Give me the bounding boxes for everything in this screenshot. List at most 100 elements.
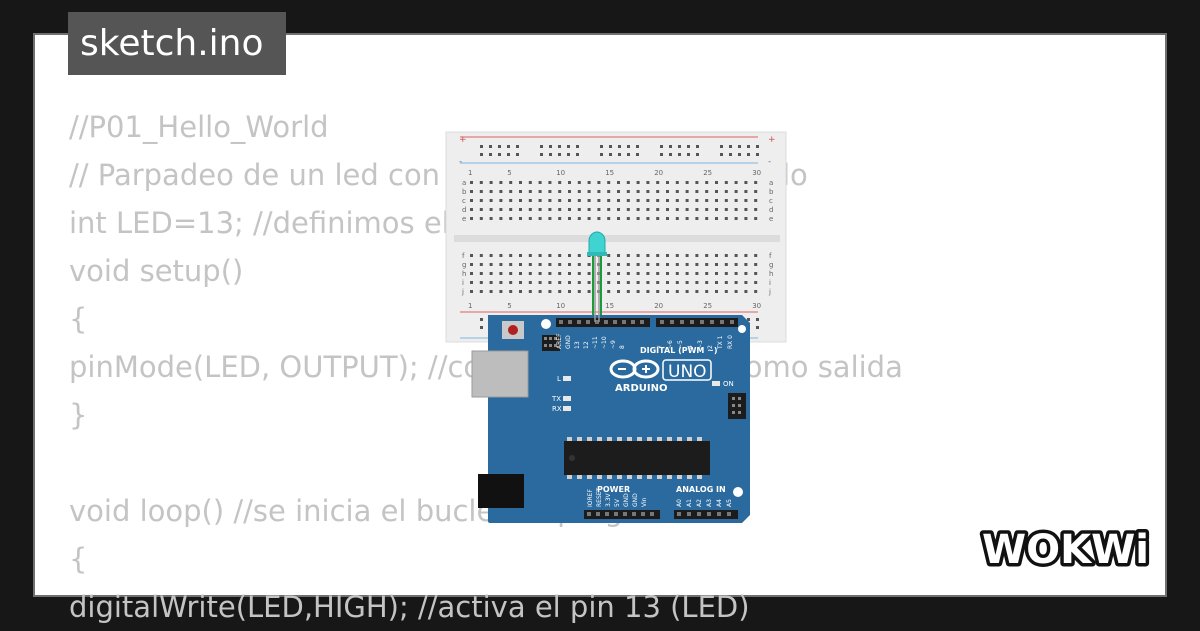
code-view: //P01_Hello_World// Parpadeo de un led c…	[69, 103, 903, 631]
code-line: }	[69, 398, 88, 432]
code-line: //P01_Hello_World	[69, 110, 329, 144]
breadboard-row-letter: j	[768, 288, 771, 296]
wokwi-logo: WOKWi WOKWi	[979, 524, 1153, 577]
breadboard-column-number: 20	[654, 302, 663, 310]
breadboard-column-number: 20	[654, 169, 663, 177]
file-tab[interactable]: sketch.ino	[68, 12, 286, 75]
led-on-indicator	[712, 381, 720, 386]
pin-label: 3.3V	[605, 492, 612, 507]
pin-label: A4	[716, 499, 723, 507]
power-label: POWER	[597, 485, 630, 494]
minus-label: -	[768, 157, 771, 167]
led-on-label: ON	[723, 380, 734, 388]
pin-label: A3	[706, 499, 713, 507]
pin-label: 5V	[614, 498, 621, 507]
code-line: {	[69, 302, 88, 336]
pin-label: A2	[696, 499, 703, 507]
breadboard-row-letter: g	[462, 261, 466, 269]
breadboard-column-number: 1	[468, 169, 472, 177]
code-line: {	[69, 542, 88, 576]
breadboard-row-letter: h	[769, 270, 773, 278]
uno-badge	[662, 359, 712, 381]
pin-label: 13	[574, 341, 581, 349]
breadboard-column-number: 25	[703, 302, 712, 310]
pin-label: ~6	[667, 340, 674, 349]
reset-button[interactable]	[508, 325, 518, 335]
led-component[interactable]	[587, 231, 607, 322]
wokwi-text-outline: WOKWi	[982, 527, 1149, 573]
breadboard-column-number: 25	[703, 169, 712, 177]
breadboard-column-number: 15	[605, 302, 614, 310]
breadboard-column-number: 5	[507, 169, 511, 177]
power-jack	[478, 474, 524, 508]
pin-label: RESET	[596, 487, 603, 507]
pin-label: A5	[726, 499, 733, 507]
pin-label: ~9	[610, 340, 617, 349]
breadboard-row-letter: g	[769, 261, 773, 269]
led-rx-indicator	[563, 406, 571, 411]
breadboard-column-number: 5	[507, 302, 511, 310]
pin-label: GND	[623, 493, 630, 507]
plus-label: +	[768, 135, 776, 145]
pin-label: A1	[686, 499, 693, 507]
led-l-label: L	[557, 375, 561, 383]
led-tx-indicator	[563, 396, 571, 401]
breadboard-row-letter: h	[462, 270, 466, 278]
breadboard-row-letter: i	[769, 279, 771, 287]
arduino-label: ARDUINO	[615, 383, 667, 394]
breadboard-row-letter: j	[461, 288, 464, 296]
usb-connector	[471, 350, 529, 398]
breadboard-row-letter: e	[769, 215, 773, 223]
arduino-infinity-logo	[609, 359, 660, 379]
pin-label: ~3	[697, 340, 704, 349]
atmega-chip	[564, 441, 710, 475]
breadboard-column-number: 1	[468, 302, 472, 310]
pin-label: 2	[707, 345, 714, 349]
breadboard-row-letter: d	[769, 206, 773, 214]
wokwi-text: WOKWi	[982, 527, 1149, 573]
pin-label: IOREF	[587, 489, 594, 507]
led-rx-label: RX	[552, 405, 562, 413]
pin-label: Vin	[641, 497, 648, 507]
breadboard-row-letter: e	[462, 215, 466, 223]
digital-label: DIGITAL (PWM ~)	[640, 346, 718, 355]
code-line: digitalWrite(LED,HIGH); //activa el pin …	[69, 590, 750, 624]
analog-in-label: ANALOG IN	[676, 485, 726, 494]
breadboard-column-number: 30	[752, 302, 761, 310]
breadboard-row-letter: c	[769, 197, 773, 205]
pin-label: ~11	[592, 336, 599, 349]
plus-label: +	[459, 135, 467, 145]
breadboard-column-number: 15	[605, 169, 614, 177]
breadboard-row-letter: a	[462, 179, 466, 187]
breadboard-row-letter: c	[462, 197, 466, 205]
pin-label: GND	[565, 335, 572, 349]
pin-label: 7	[657, 345, 664, 349]
pin-label: GND	[632, 493, 639, 507]
breadboard-row-letter: a	[769, 179, 773, 187]
breadboard-column-number: 10	[556, 302, 565, 310]
uno-label: UNO	[668, 362, 707, 382]
code-line: void setup()	[69, 254, 244, 288]
breadboard-column-number: 30	[752, 169, 761, 177]
breadboard-row-letter: b	[462, 188, 467, 196]
breadboard-row-letter: f	[769, 252, 772, 260]
pin-label: TX 1	[717, 335, 724, 350]
pin-label: RX 0	[727, 335, 734, 349]
pin-label: 4	[687, 345, 694, 349]
pin-label: 8	[619, 345, 626, 349]
pin-label: ~10	[601, 336, 608, 349]
breadboard-row-letter: d	[462, 206, 466, 214]
minus-label: -	[459, 157, 462, 167]
pin-label: ~5	[677, 340, 684, 349]
led-l-indicator	[563, 376, 571, 381]
breadboard-row-letter: i	[462, 279, 464, 287]
breadboard-row-letter: b	[769, 188, 774, 196]
pin-label: 12	[583, 341, 590, 349]
pin-label: A0	[676, 499, 683, 507]
led-tx-label: TX	[551, 395, 561, 403]
breadboard-row-letter: f	[462, 252, 465, 260]
breadboard-column-number: 10	[556, 169, 565, 177]
